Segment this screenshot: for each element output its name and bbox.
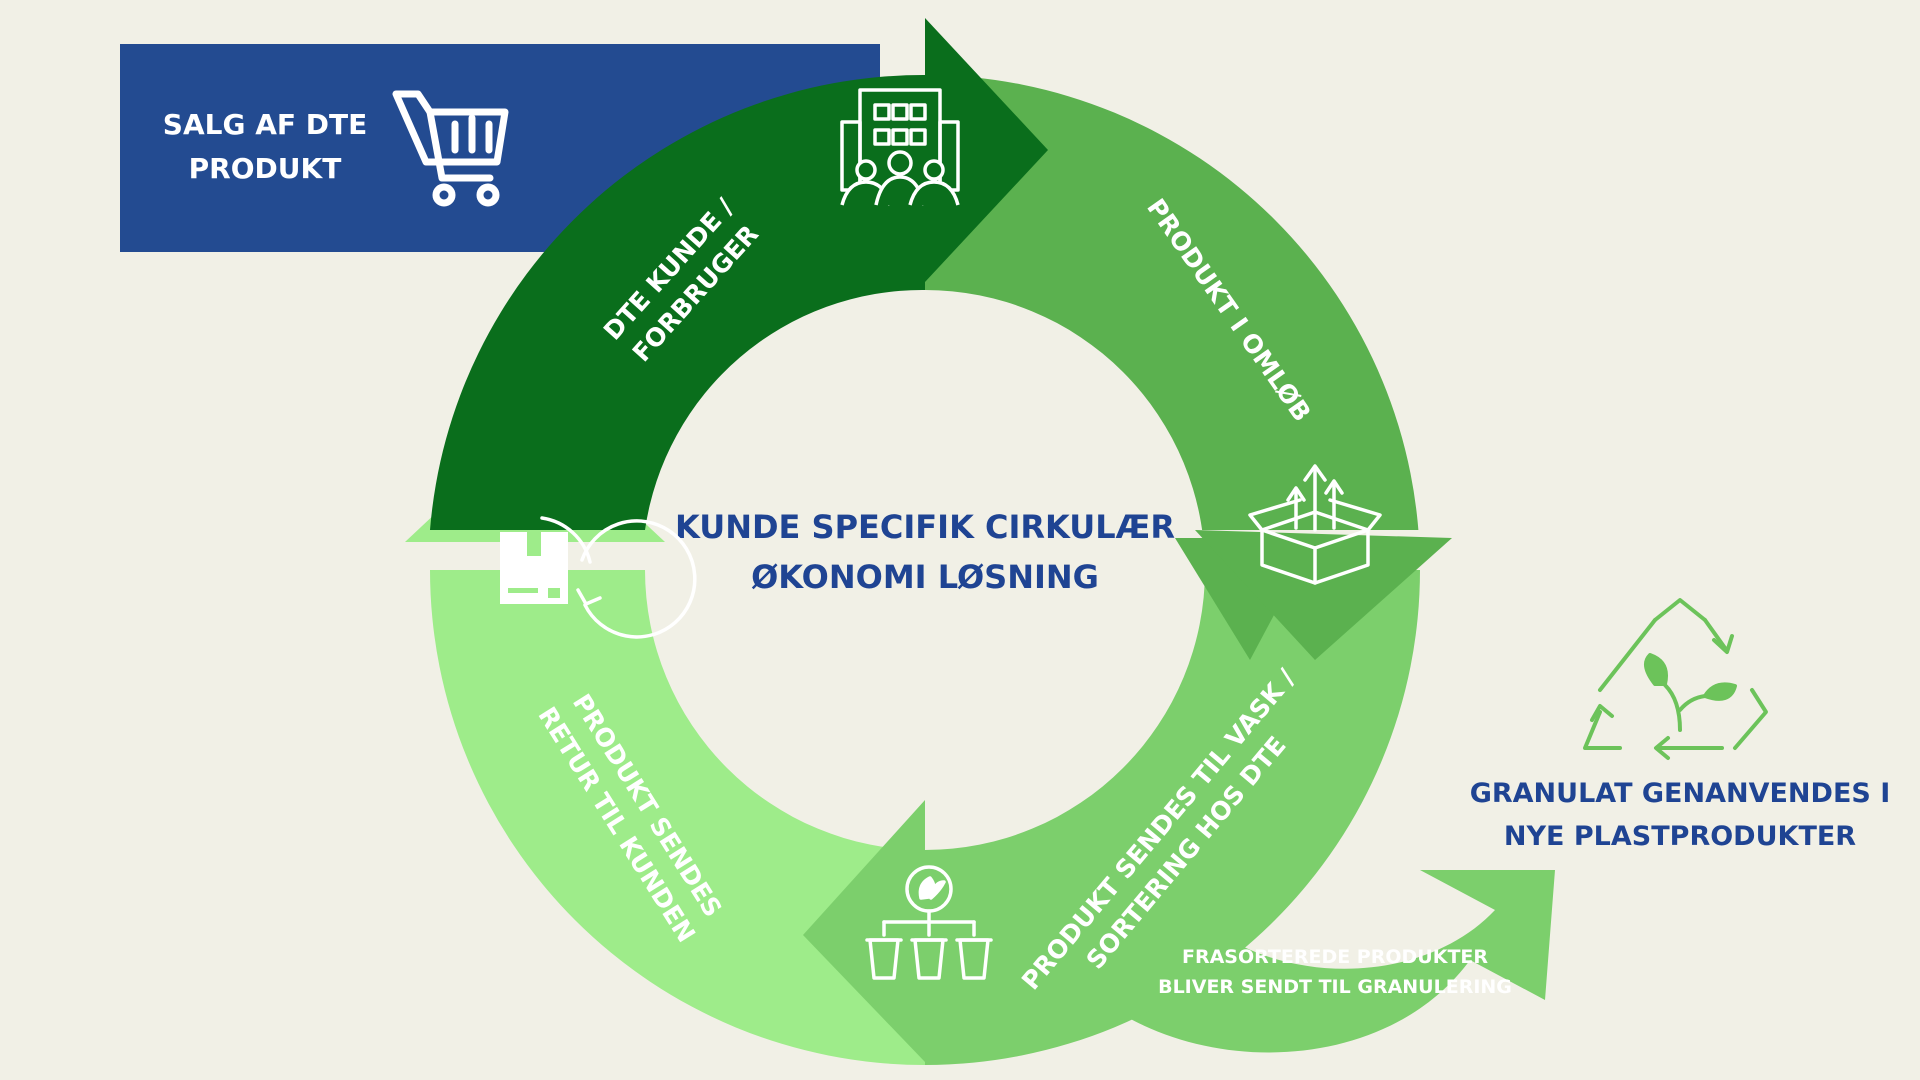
recycle-line2: NYE PLASTPRODUKTER — [1504, 821, 1856, 852]
shopping-cart-icon — [392, 90, 509, 207]
box-arrows-icon — [1248, 464, 1382, 585]
sales-banner-line1: SALG AF DTE — [163, 108, 367, 141]
recycle-line1: GRANULAT GENANVENDES I — [1470, 778, 1891, 809]
box-return-icon — [500, 516, 697, 639]
segment-washing — [803, 570, 1420, 1065]
granulation-arrow — [1100, 870, 1555, 1053]
sorting-bins-icon — [865, 865, 993, 980]
segment-customer — [430, 18, 1048, 530]
granulation-line1: FRASORTEREDE PRODUKTER — [1182, 946, 1488, 968]
recycle-leaf-icon — [1583, 598, 1768, 760]
granulation-line2: BLIVER SENDT TIL GRANULERING — [1158, 976, 1512, 998]
center-title-line2: ØKONOMI LØSNING — [751, 558, 1099, 596]
sales-banner-line2: PRODUKT — [189, 152, 342, 185]
center-title-line1: KUNDE SPECIFIK CIRKULÆR — [675, 508, 1175, 546]
segment-circulation — [925, 75, 1419, 530]
office-people-icon — [840, 88, 960, 206]
